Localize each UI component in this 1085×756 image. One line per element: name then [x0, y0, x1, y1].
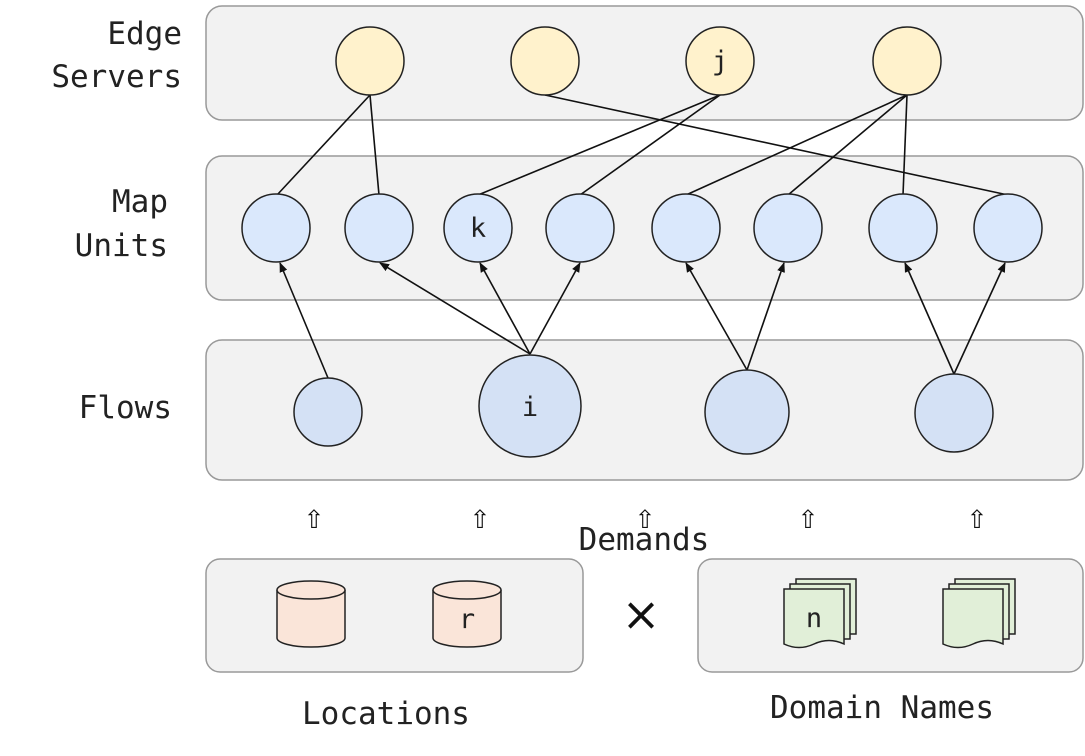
flow-unit-arrow — [904, 262, 955, 375]
flow-unit-arrow — [479, 262, 531, 355]
locations-caption: Locations — [302, 696, 470, 732]
map-unit-k-label: k — [470, 213, 486, 244]
document-stack-icon-n — [783, 578, 857, 649]
domain-names-caption: Domain Names — [770, 690, 994, 726]
flow-unit-arrow — [529, 262, 581, 355]
document-stack-icon — [942, 578, 1016, 649]
flow-unit-arrow — [685, 262, 748, 371]
edge-servers-panel — [205, 5, 1084, 121]
edge-server-node — [510, 26, 580, 96]
demand-arrow-icon: ⇧ — [967, 497, 987, 537]
edge-servers-label-line2: Servers — [51, 59, 182, 95]
flows-label: Flows — [79, 390, 172, 426]
server-unit-edge — [787, 94, 908, 196]
map-units-label-line2: Units — [75, 228, 168, 264]
demand-arrow-icon: ⇧ — [470, 497, 490, 537]
location-r-label: r — [459, 604, 475, 635]
database-cylinder-icon-r — [432, 580, 502, 648]
flow-i-label: i — [522, 392, 538, 423]
edge-server-node — [872, 26, 942, 96]
edge-servers-label-line1: Edge — [107, 16, 182, 52]
cross-product-icon: × — [622, 587, 661, 641]
flow-node — [293, 377, 363, 447]
database-cylinder-icon — [276, 580, 346, 648]
flow-node — [914, 373, 994, 453]
map-unit-node — [241, 193, 311, 263]
demand-arrow-icon: ⇧ — [635, 497, 655, 537]
server-unit-edge — [369, 94, 380, 196]
server-unit-edge — [685, 94, 908, 196]
edge-server-node — [335, 26, 405, 96]
map-unit-node — [868, 193, 938, 263]
map-units-label-line1: Map — [112, 184, 168, 220]
map-units-panel — [205, 155, 1084, 301]
flow-unit-arrow — [279, 262, 329, 379]
domain-n-label: n — [806, 603, 822, 634]
edge-server-j-label: j — [712, 46, 728, 77]
map-unit-node — [545, 193, 615, 263]
map-unit-node — [753, 193, 823, 263]
map-unit-node — [651, 193, 721, 263]
demand-arrow-icon: ⇧ — [798, 497, 818, 537]
flows-panel — [205, 339, 1084, 481]
locations-panel — [205, 558, 584, 673]
demands-label: Demands — [579, 522, 710, 558]
map-unit-node-k — [443, 193, 513, 263]
flow-node-i — [478, 354, 582, 458]
flow-unit-arrow — [953, 262, 1006, 375]
demand-arrow-icon: ⇧ — [304, 497, 324, 537]
flow-unit-arrow — [746, 262, 785, 371]
map-unit-node — [973, 193, 1043, 263]
flow-unit-arrow — [379, 262, 531, 355]
server-unit-edge — [544, 94, 1009, 196]
server-unit-edge — [902, 94, 908, 196]
map-unit-node — [344, 193, 414, 263]
server-unit-edge — [276, 94, 371, 196]
server-unit-edge — [477, 94, 721, 196]
flow-node — [704, 369, 790, 455]
edge-server-node-j — [685, 26, 755, 96]
server-unit-edge — [579, 94, 721, 196]
domain-names-panel — [697, 558, 1084, 673]
